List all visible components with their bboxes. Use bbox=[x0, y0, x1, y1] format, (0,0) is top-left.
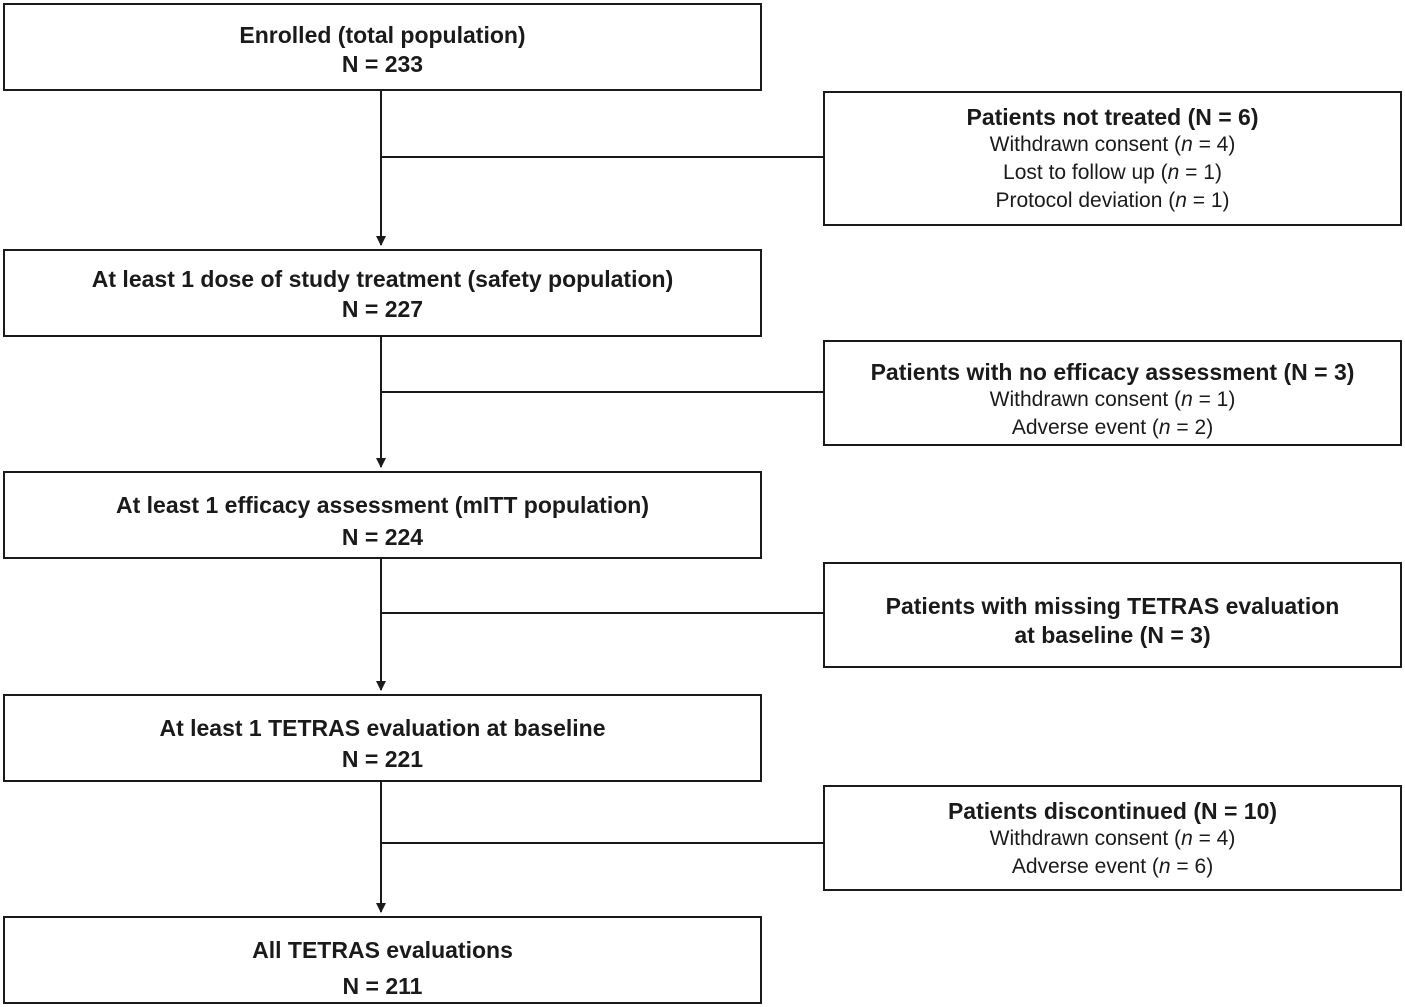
stage-title: At least 1 efficacy assessment (mITT pop… bbox=[116, 492, 649, 518]
stage-count: N = 211 bbox=[342, 973, 423, 999]
exclusion-box-not-treated: Patients not treated (N = 6) Withdrawn c… bbox=[823, 91, 1402, 226]
stage-count: N = 233 bbox=[341, 51, 424, 77]
exclusion-reason: Withdrawn consent (n = 1) bbox=[989, 388, 1236, 411]
stage-count: N = 227 bbox=[341, 296, 424, 322]
stage-box-safety-population: At least 1 dose of study treatment (safe… bbox=[3, 249, 762, 337]
exclusion-box-discontinued: Patients discontinued (N = 10) Withdrawn… bbox=[823, 785, 1402, 891]
exclusion-reason: Protocol deviation (n = 1) bbox=[995, 189, 1230, 212]
exclusion-box-no-efficacy: Patients with no efficacy assessment (N … bbox=[823, 340, 1402, 446]
stage-title: At least 1 dose of study treatment (safe… bbox=[91, 266, 674, 292]
exclusion-reason: Withdrawn consent (n = 4) bbox=[989, 133, 1236, 156]
stage-count: N = 224 bbox=[341, 524, 424, 550]
stage-box-enrolled: Enrolled (total population) N = 233 bbox=[3, 3, 762, 91]
exclusion-title-line-2: at baseline (N = 3) bbox=[1014, 622, 1211, 648]
exclusion-title: Patients not treated (N = 6) bbox=[966, 104, 1259, 130]
exclusion-reason: Adverse event (n = 2) bbox=[1011, 416, 1214, 439]
exclusion-reason: Adverse event (n = 6) bbox=[1011, 855, 1214, 878]
exclusion-title: Patients with no efficacy assessment (N … bbox=[870, 359, 1355, 385]
stage-title: Enrolled (total population) bbox=[239, 22, 526, 48]
stage-box-mitt-population: At least 1 efficacy assessment (mITT pop… bbox=[3, 471, 762, 559]
stage-title: At least 1 TETRAS evaluation at baseline bbox=[159, 715, 606, 741]
exclusion-title-line-1: Patients with missing TETRAS evaluation bbox=[885, 593, 1340, 619]
exclusion-reason: Withdrawn consent (n = 4) bbox=[989, 827, 1236, 850]
stage-box-tetras-baseline: At least 1 TETRAS evaluation at baseline… bbox=[3, 694, 762, 782]
exclusion-reason: Lost to follow up (n = 1) bbox=[1003, 161, 1222, 184]
stage-title: All TETRAS evaluations bbox=[252, 937, 513, 963]
exclusion-title: Patients discontinued (N = 10) bbox=[947, 798, 1278, 824]
stage-count: N = 221 bbox=[341, 746, 424, 772]
exclusion-box-missing-tetras: Patients with missing TETRAS evaluation … bbox=[823, 562, 1402, 668]
stage-box-all-tetras: All TETRAS evaluations N = 211 bbox=[3, 916, 762, 1004]
